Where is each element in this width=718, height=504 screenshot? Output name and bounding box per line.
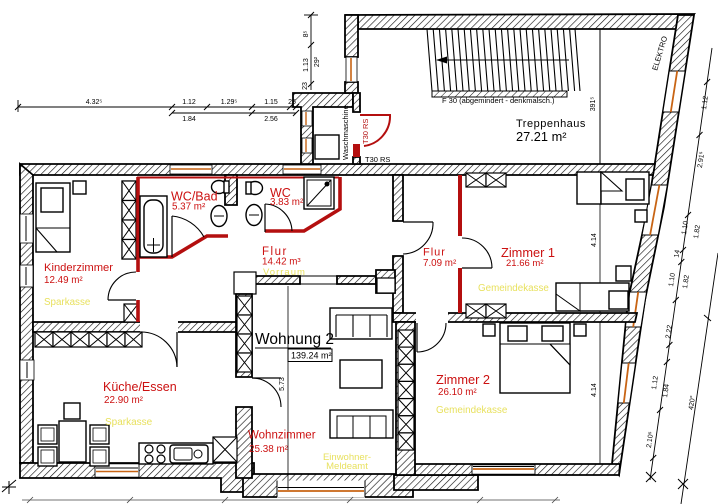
svg-text:Treppenhaus: Treppenhaus — [516, 118, 586, 130]
svg-text:5.37 m²: 5.37 m² — [172, 202, 206, 213]
svg-text:1.10: 1.10 — [681, 220, 690, 235]
svg-text:Küche/Essen: Küche/Essen — [103, 380, 177, 394]
svg-text:T30 RS: T30 RS — [365, 155, 390, 164]
svg-text:1.82: 1.82 — [682, 274, 691, 289]
svg-text:14: 14 — [674, 249, 682, 258]
svg-text:25.38 m²: 25.38 m² — [249, 444, 289, 455]
svg-text:139.24 m²: 139.24 m² — [291, 351, 332, 361]
svg-text:WC/Bad: WC/Bad — [171, 190, 218, 204]
svg-text:12.49 m²: 12.49 m² — [44, 275, 83, 286]
svg-text:4.14: 4.14 — [591, 233, 598, 247]
svg-text:Flur: Flur — [262, 246, 288, 258]
svg-text:1.10: 1.10 — [668, 272, 677, 287]
svg-text:21.66 m²: 21.66 m² — [506, 258, 544, 269]
svg-text:1.15: 1.15 — [264, 99, 278, 106]
svg-text:Wohnzimmer: Wohnzimmer — [248, 430, 316, 442]
svg-text:Flur: Flur — [423, 247, 446, 259]
svg-text:Zimmer 1: Zimmer 1 — [501, 245, 555, 260]
svg-text:1.84: 1.84 — [182, 116, 196, 123]
svg-text:2.10⁵: 2.10⁵ — [646, 431, 655, 448]
svg-text:23: 23 — [302, 82, 309, 90]
svg-text:29²: 29² — [314, 56, 321, 67]
svg-text:WC: WC — [270, 186, 291, 200]
svg-text:1.12: 1.12 — [701, 95, 710, 110]
svg-text:7.09 m²: 7.09 m² — [423, 258, 457, 269]
svg-text:Gemeindekasse: Gemeindekasse — [436, 405, 508, 416]
svg-text:22.90 m²: 22.90 m² — [104, 395, 144, 406]
svg-text:3.83 m²: 3.83 m² — [270, 197, 304, 208]
svg-text:Sparkasse: Sparkasse — [44, 297, 91, 308]
svg-text:2.22: 2.22 — [665, 324, 674, 339]
svg-text:2.56: 2.56 — [264, 116, 278, 123]
svg-text:14.42 m³: 14.42 m³ — [262, 257, 301, 268]
svg-text:1.12: 1.12 — [182, 99, 196, 106]
svg-text:Waschmaschine: Waschmaschine — [341, 105, 350, 160]
svg-text:1.12: 1.12 — [651, 375, 660, 390]
svg-text:1.82: 1.82 — [693, 224, 702, 239]
svg-text:8⁵: 8⁵ — [303, 31, 310, 38]
svg-text:4.32⁵: 4.32⁵ — [86, 99, 103, 106]
svg-text:Meldeamt: Meldeamt — [326, 461, 368, 472]
svg-text:5.73: 5.73 — [279, 377, 286, 391]
svg-text:Zimmer 2: Zimmer 2 — [436, 372, 490, 387]
svg-text:1.13: 1.13 — [303, 58, 310, 72]
svg-text:Gemeindekasse: Gemeindekasse — [478, 283, 549, 294]
svg-text:26.10 m²: 26.10 m² — [438, 387, 477, 398]
svg-text:391⁵: 391⁵ — [590, 97, 597, 112]
svg-text:2.91⁵: 2.91⁵ — [697, 151, 706, 168]
svg-text:4.14: 4.14 — [591, 383, 598, 397]
svg-text:Sparkasse: Sparkasse — [105, 417, 153, 428]
svg-text:25: 25 — [288, 99, 296, 106]
svg-text:Kinderzimmer: Kinderzimmer — [44, 262, 113, 274]
svg-text:1.29⁵: 1.29⁵ — [221, 99, 238, 106]
svg-text:Wohnung 2: Wohnung 2 — [255, 331, 334, 348]
svg-text:1.84: 1.84 — [662, 383, 671, 398]
svg-text:Vorraum: Vorraum — [263, 267, 306, 278]
svg-text:Einwohner-: Einwohner- — [323, 452, 371, 463]
svg-text:T30 RS: T30 RS — [361, 119, 370, 144]
svg-text:420°: 420° — [687, 395, 697, 411]
svg-text:27.21 m²: 27.21 m² — [516, 129, 567, 144]
svg-text:F 30 (abgemindert - denkmalsch: F 30 (abgemindert - denkmalsch.) — [442, 96, 555, 105]
